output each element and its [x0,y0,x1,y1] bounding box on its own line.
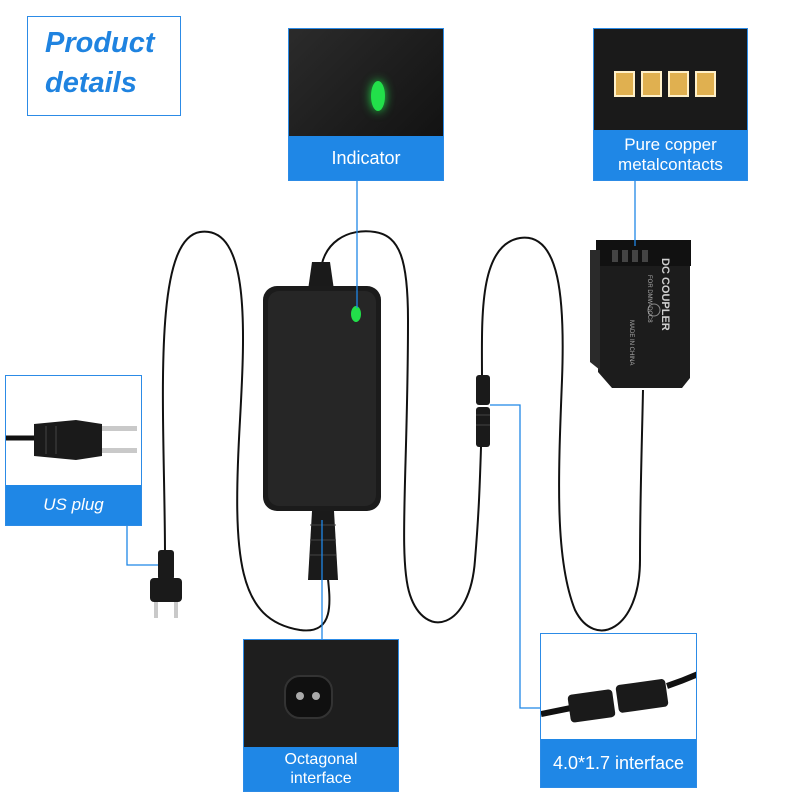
output-cable [319,230,483,624]
title-line-1: Product [45,27,155,59]
barrel-connector [476,375,490,447]
power-adapter [263,262,381,580]
adapter-led [351,306,361,322]
dc-interface-photo [541,671,696,723]
octagonal-label-line-1: Octagonal [284,751,358,768]
contact-pin-icon [668,71,689,97]
contacts-callout: Pure copper metalcontacts [593,28,748,181]
coupler-model: FOR DMW-DCC8 [646,275,652,323]
dc-coupler: DC COUPLER FOR DMW-DCC8 MADE IN CHINA [590,240,691,388]
contacts-label-line-2: metalcontacts [618,155,723,174]
contact-pin-icon [695,71,716,97]
octagonal-label: Octagonal interface [244,747,398,791]
indicator-callout: Indicator [288,28,444,181]
contacts-label: Pure copper metalcontacts [594,130,747,180]
octagonal-label-line-2: interface [290,770,352,787]
title-line-2: details [45,67,137,99]
indicator-label: Indicator [289,136,443,180]
us-plug-photo [6,420,137,460]
us-plug [150,550,182,618]
octagonal-callout: Octagonal interface [243,639,399,792]
us-plug-label: US plug [6,485,141,525]
contacts-photo [594,29,747,134]
dc-interface-label: 4.0*1.7 interface [541,739,696,787]
dc-interface-callout: 4.0*1.7 interface [540,633,697,788]
coupler-cable [480,236,644,632]
octagonal-photo [244,640,398,750]
indicator-photo [289,29,443,139]
leader-lines [126,180,636,709]
coupler-label: DC COUPLER [659,258,671,331]
title-box: Product details [27,16,181,116]
led-icon [371,81,385,111]
contacts-label-line-1: Pure copper [624,135,717,154]
coupler-origin: MADE IN CHINA [628,320,634,365]
octagonal-port-icon [284,675,333,719]
us-plug-callout: US plug [5,375,142,526]
contact-pin-icon [641,71,662,97]
plug-cable [161,230,331,632]
contact-pin-icon [614,71,635,97]
